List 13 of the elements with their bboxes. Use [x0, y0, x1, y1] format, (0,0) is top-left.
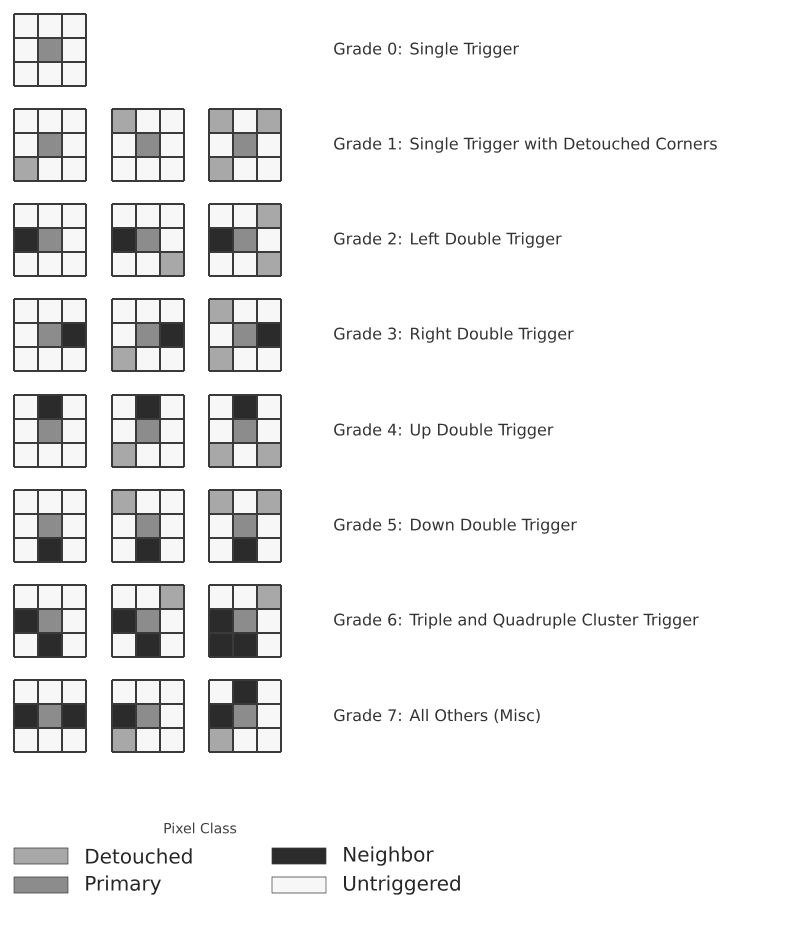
grade-label: Grade 0: Single Trigger — [334, 42, 519, 58]
legend-title: Pixel Class — [164, 822, 236, 834]
grade-label: Grade 3: Right Double Trigger — [334, 327, 574, 343]
grade-label: Grade 5: Down Double Trigger — [334, 518, 577, 534]
grade-label: Grade 2: Left Double Trigger — [334, 232, 562, 248]
grade-label: Grade 4: Up Double Trigger — [334, 423, 554, 439]
grade-label: Grade 7: All Others (Misc) — [334, 708, 540, 724]
grade-label: Grade 6: Triple and Quadruple Cluster Trigger — [334, 613, 699, 629]
legend-label: Primary — [86, 875, 161, 895]
legend-label: Neighbor — [344, 846, 434, 866]
grade-label: Grade 1: Single Trigger with Detouched Corners — [334, 137, 717, 153]
legend-label: Untriggered — [344, 875, 460, 895]
legend-label: Detouched — [86, 848, 192, 864]
